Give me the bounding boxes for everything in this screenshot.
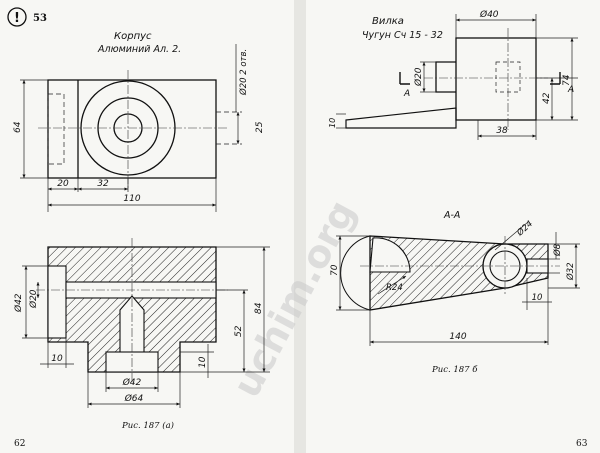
dim-140: 140 xyxy=(449,332,466,342)
dim-d20-left: Ø20 xyxy=(28,289,39,309)
dim-25: 25 xyxy=(255,121,265,133)
dim-38: 38 xyxy=(496,126,508,136)
left-part-title: Корпус xyxy=(114,31,152,42)
vilka-section-view xyxy=(340,235,560,311)
dim-d42-left: Ø42 xyxy=(13,293,24,313)
dim-20: 20 xyxy=(57,179,69,189)
dim-d64-bottom: Ø64 xyxy=(124,393,144,404)
korpus-top-view xyxy=(38,70,242,188)
vilka-hub-outline xyxy=(455,37,537,121)
dim-r24: R24 xyxy=(386,283,403,293)
dim-42: 42 xyxy=(542,92,552,104)
vilka-arm xyxy=(345,107,457,129)
left-part-material: Алюминий Ал. 2. xyxy=(97,44,181,55)
dim-110: 110 xyxy=(123,194,140,204)
vilka-fork-cutout xyxy=(369,237,411,273)
vilka-top-view xyxy=(345,28,548,130)
dim-10-section: 10 xyxy=(532,293,543,303)
dim-d20-vilka: Ø20 xyxy=(413,67,424,87)
dim-32: 32 xyxy=(97,179,109,189)
dim-74: 74 xyxy=(562,74,572,86)
dim-d40: Ø40 xyxy=(479,9,499,20)
dim-10-arm: 10 xyxy=(328,118,337,128)
dim-d32: Ø32 xyxy=(565,262,576,281)
dim-64: 64 xyxy=(13,121,23,133)
right-figure-caption: Рис. 187 б xyxy=(431,364,478,375)
dim-d42-bottom: Ø42 xyxy=(122,377,142,388)
section-label: А-А xyxy=(443,210,460,221)
vilka-pin-bore xyxy=(435,61,456,93)
korpus-counterbore xyxy=(47,265,67,339)
korpus-top-dimensions: 64 25 Ø20 2 отв. 20 32 110 xyxy=(13,44,265,212)
cut-label-left: А xyxy=(403,89,410,99)
right-part-title: Вилка xyxy=(372,16,404,27)
dim-10-right: 10 xyxy=(198,356,208,368)
dim-84: 84 xyxy=(254,302,264,314)
dim-10-left: 10 xyxy=(51,354,63,364)
task-mark: ! xyxy=(7,7,27,27)
korpus-hidden-hole xyxy=(47,93,65,165)
left-figure-caption: Рис. 187 (а) xyxy=(121,420,174,431)
dim-52: 52 xyxy=(234,325,244,337)
vilka-top-dimensions: Ø40 Ø20 42 74 10 38 А А xyxy=(328,9,578,140)
book-gutter xyxy=(294,0,306,453)
dim-d20-2holes: Ø20 2 отв. xyxy=(238,49,249,96)
korpus-section-dimensions: Ø42 Ø20 52 84 10 10 Ø42 Ø64 xyxy=(13,246,270,408)
right-part-material: Чугун Сч 15 - 32 xyxy=(362,30,443,41)
right-page-number: 63 xyxy=(576,439,588,449)
dim-70: 70 xyxy=(330,264,340,276)
task-number: 53 xyxy=(33,13,47,24)
left-page-number: 62 xyxy=(14,439,25,449)
korpus-section-view xyxy=(36,238,228,382)
dim-d8: Ø8 xyxy=(552,243,563,257)
cut-label-right: А xyxy=(567,85,574,95)
task-mark-glyph: ! xyxy=(14,11,20,26)
